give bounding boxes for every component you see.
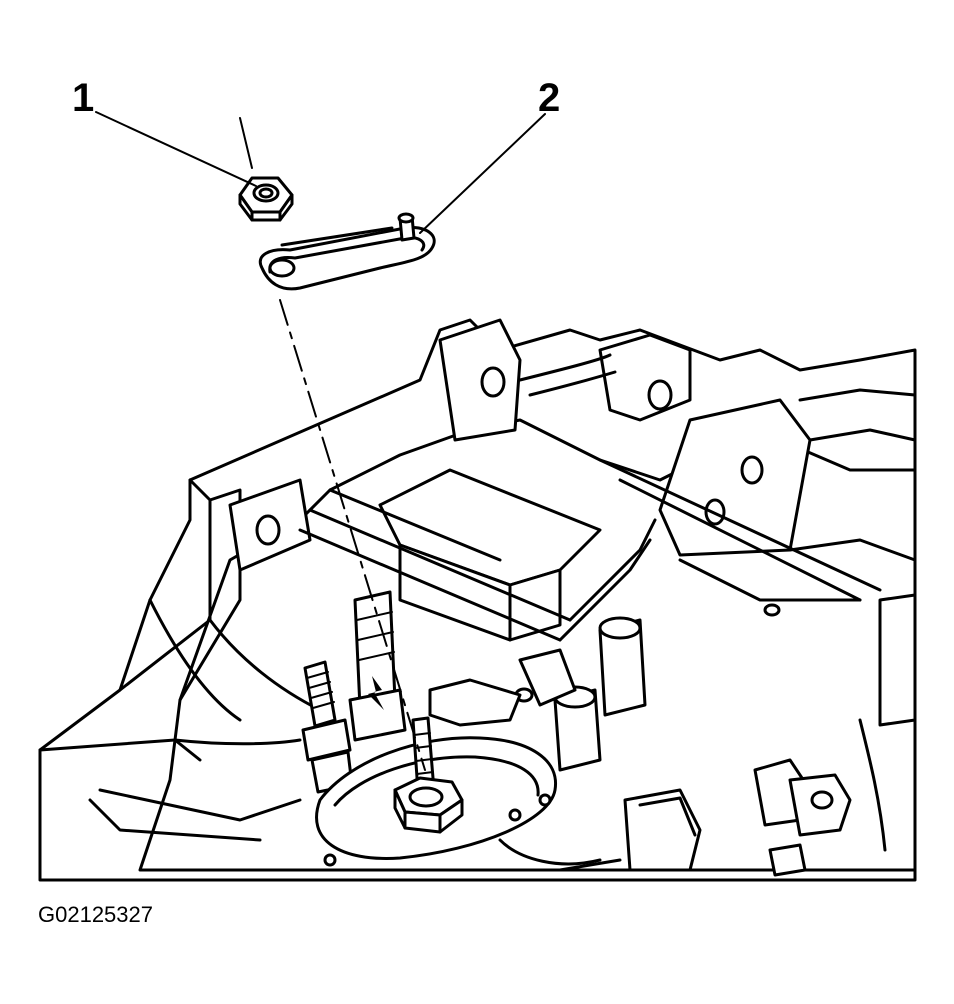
lower-right-components	[498, 593, 917, 877]
leader-line-1	[95, 111, 257, 187]
lower-cover	[315, 678, 558, 867]
figure-id: G02125327	[38, 902, 153, 927]
exploded-bracket	[258, 212, 436, 291]
leader-line-2	[419, 113, 546, 234]
callout-label-2: 2	[538, 76, 561, 120]
callout-label-1: 1	[72, 76, 95, 120]
exploded-nut	[238, 176, 294, 222]
